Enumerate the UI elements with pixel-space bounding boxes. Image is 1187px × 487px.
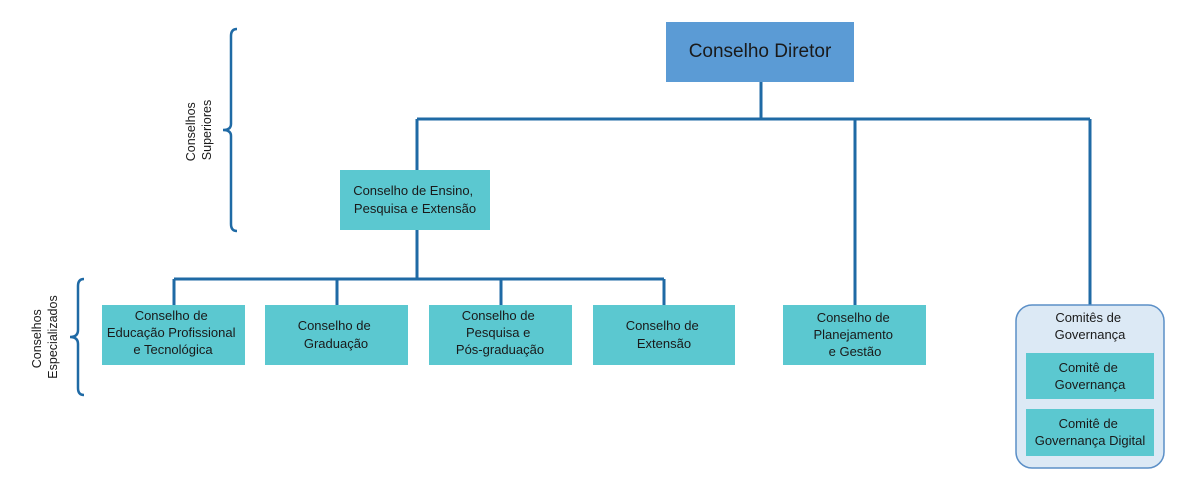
node-conselho-extensao: Conselho de Extensão	[593, 305, 735, 365]
side-label-superiores: Conselhos Superiores	[184, 99, 214, 162]
svg-text:Comitês de Governança: Comitês de Governança	[1055, 310, 1127, 342]
node-comite-governanca: Comitê de Governança	[1026, 353, 1154, 399]
svg-text:Conselho de Ensino, Pesq: Conselho de Ensino, Pesquisa e Extensão	[353, 183, 477, 216]
node-conselho-ensino: Conselho de Ensino, Pesquisa e Extensão	[340, 170, 490, 230]
svg-text:Conselho de Pesquisa e: Conselho de Pesquisa e Pós-graduação	[456, 308, 544, 357]
node-conselho-educacao: Conselho de Educação Profissional e Tecn…	[102, 305, 245, 365]
node-conselho-graduacao: Conselho de Graduação	[265, 305, 408, 365]
svg-text:Conselho de Planejamento: Conselho de Planejamento e Gestão	[813, 310, 896, 359]
brace-superiores	[222, 27, 238, 233]
node-comite-digital: Comitê de Governança Digital	[1026, 409, 1154, 456]
svg-text:Conselho de Extensão: Conselho de Extensão	[626, 318, 703, 351]
svg-text:Conselho de Graduação: Conselho de Graduação	[298, 318, 375, 351]
svg-text:Comitê de Governança: Comitê de Governança	[1055, 360, 1127, 392]
node-conselho-pesquisa: Conselho de Pesquisa e Pós-graduação	[429, 305, 572, 365]
connector-lines	[172, 82, 1092, 305]
svg-text:Conselho Diretor: Conselho Diretor	[689, 41, 832, 62]
node-conselho-planejamento: Conselho de Planejamento e Gestão	[783, 305, 926, 365]
node-conselho-diretor: Conselho Diretor	[666, 22, 854, 82]
svg-text:Conselho de Educação Pro: Conselho de Educação Profissional e Tecn…	[107, 308, 239, 357]
side-label-especializados: Conselhos Especializados	[30, 295, 60, 378]
svg-text:Comitê de Governança Dig: Comitê de Governança Digital	[1035, 416, 1146, 448]
brace-especializados	[69, 277, 85, 397]
